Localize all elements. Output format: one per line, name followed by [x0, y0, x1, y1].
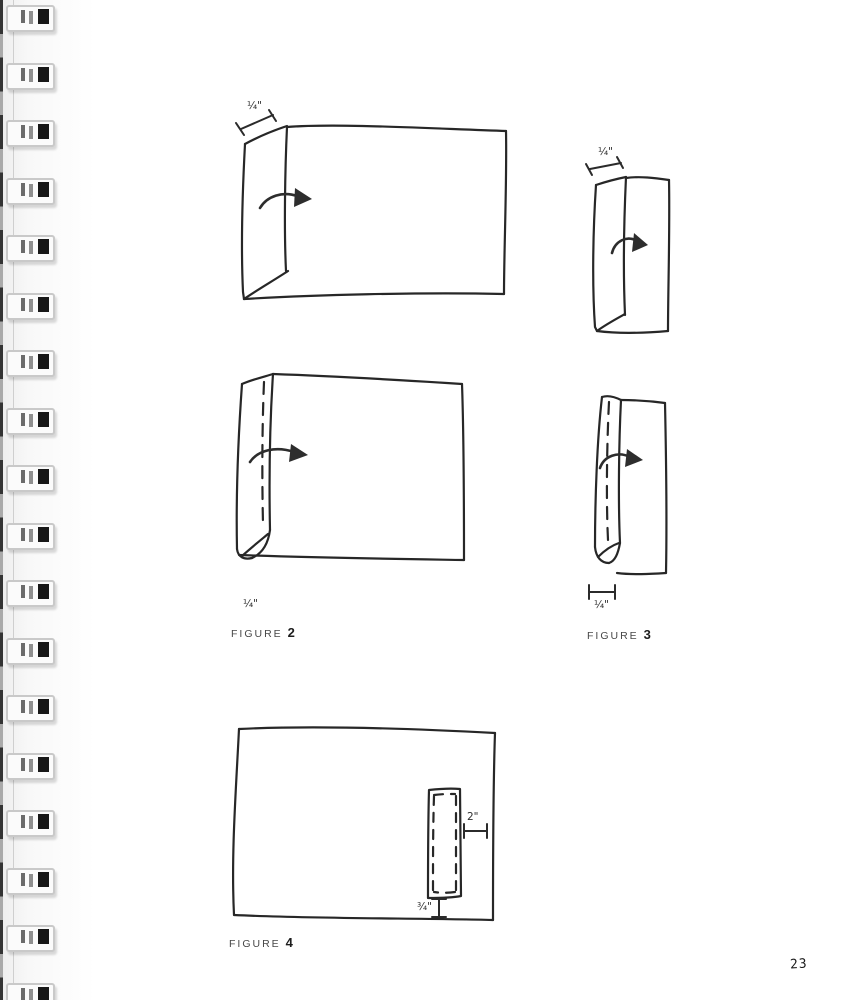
fold-step-wide-drawing [235, 109, 508, 301]
fold-arrow-icon [598, 449, 643, 470]
spiral-spine-edge [0, 0, 3, 1000]
spiral-binding-ring [6, 62, 55, 90]
spiral-binding-ring [6, 925, 55, 952]
dimension-bracket [235, 109, 277, 136]
spiral-binding-ring [6, 752, 55, 780]
spiral-binding-ring [6, 637, 55, 665]
caption-word: FIGURE [587, 630, 639, 642]
fold-arrow-icon [248, 444, 308, 464]
pocket-slot-outline [426, 787, 463, 900]
spiral-binding-ring [6, 235, 55, 262]
caption-number: 4 [285, 935, 293, 950]
dim-label-three-quarter-inch: ¾" [417, 901, 433, 913]
dim-label-quarter-inch: ¼" [594, 599, 610, 611]
caption-word: FIGURE [231, 628, 283, 640]
figure-3-drawing [588, 395, 668, 600]
dimension-bracket-depth [431, 898, 447, 918]
caption-number: 2 [287, 625, 295, 640]
fabric-sheet [240, 124, 508, 301]
spiral-binding-ring [6, 867, 55, 895]
dimension-bracket [588, 584, 616, 600]
spiral-binding-ring [6, 407, 55, 435]
figure-4-drawing [231, 726, 497, 922]
stitch-line [431, 792, 458, 894]
page-number: 23 [789, 956, 809, 973]
figure-4-caption: FIGURE 4 [229, 935, 293, 950]
spiral-binding-ring [6, 982, 55, 1000]
dimension-bracket [585, 156, 624, 176]
dim-label-quarter-inch: ¼" [247, 100, 263, 112]
spiral-binding-ring [6, 580, 55, 607]
fabric-panel [231, 726, 497, 922]
caption-number: 3 [643, 627, 651, 642]
dimension-bracket-width [463, 823, 488, 839]
figure-2-caption: FIGURE 2 [231, 625, 295, 640]
page-punch-margin-line [13, 0, 14, 1000]
fold-step-narrow-drawing [585, 156, 671, 334]
caption-word: FIGURE [229, 938, 281, 950]
fold-arrow-icon [610, 233, 648, 255]
fabric-sheet [235, 372, 466, 562]
figure-3-caption: FIGURE 3 [587, 627, 651, 642]
spiral-binding-ring [6, 177, 55, 205]
figure-2-drawing [235, 372, 466, 562]
spiral-binding-ring [6, 5, 55, 32]
spiral-binding-ring [6, 465, 55, 492]
spiral-binding-ring [6, 350, 55, 377]
dim-label-quarter-inch: ¼" [243, 598, 259, 610]
dim-label-quarter-inch: ¼" [598, 146, 614, 158]
dim-label-two-inch: 2" [467, 811, 479, 823]
spiral-binding-ring [6, 120, 55, 147]
spiral-binding-ring [6, 522, 55, 550]
stitch-line [605, 400, 611, 542]
fold-arrow-icon [258, 188, 312, 210]
spiral-binding-ring [6, 292, 55, 320]
fabric-strip [593, 395, 668, 576]
fabric-strip [592, 175, 671, 334]
spiral-binding-ring [6, 695, 55, 722]
spiral-binding-ring [6, 810, 55, 837]
stitch-line [261, 380, 266, 526]
